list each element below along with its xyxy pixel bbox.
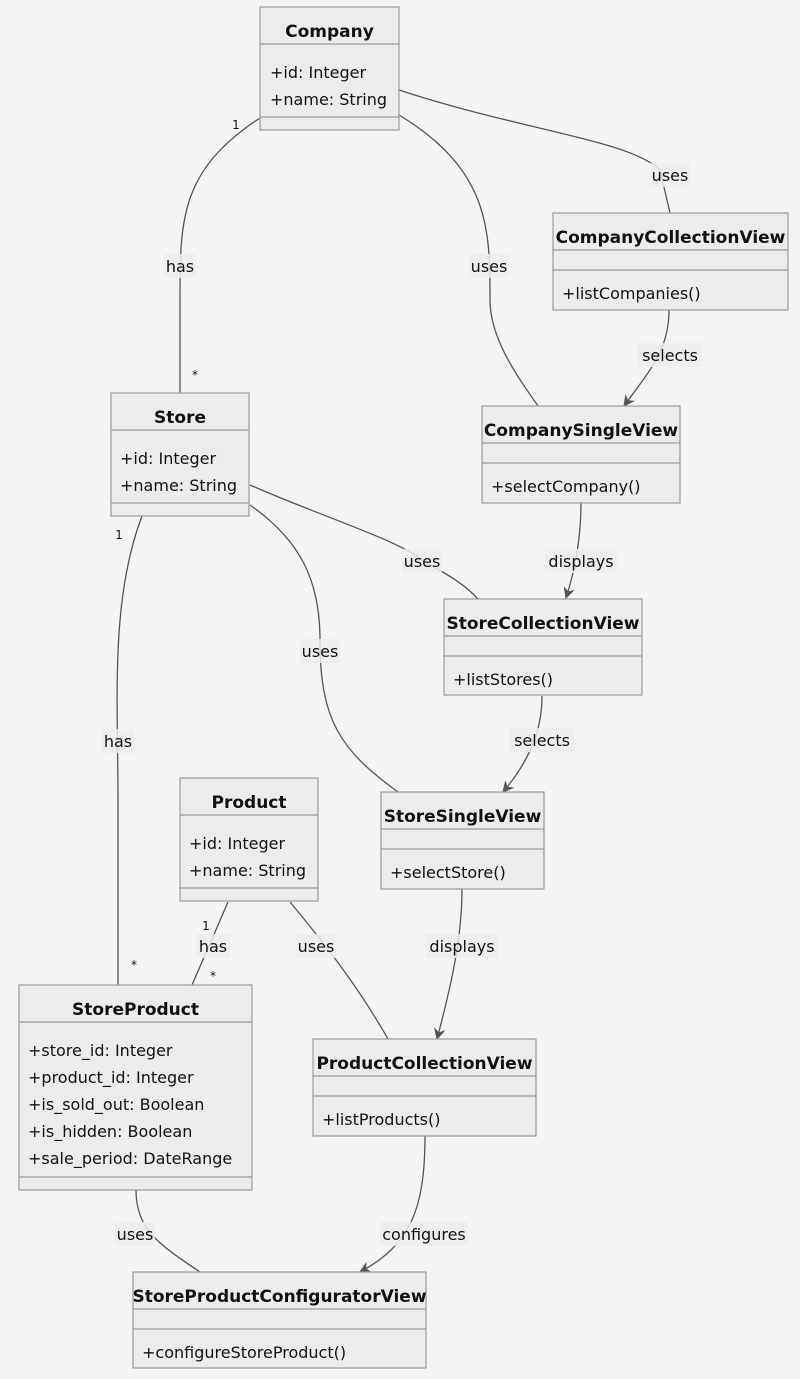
mult-product-has-store-product-from: 1 — [202, 919, 210, 933]
edge-store-has-store-product — [116, 515, 143, 985]
class-store-collection-view[interactable]: StoreCollectionView +listStores() — [443, 598, 643, 696]
class-store-product-attr-store-id: +store_id: Integer — [28, 1041, 173, 1061]
mult-company-has-store-to: * — [192, 368, 198, 382]
edge-store-uses-store-collection-view — [249, 484, 479, 600]
class-company-attr-name: +name: String — [270, 90, 387, 109]
label-company-has-store: has — [166, 257, 194, 276]
label-company-uses-collection-view: uses — [652, 166, 689, 185]
label-company-collection-view-selects: selects — [642, 346, 698, 365]
edge-company-has-store — [179, 117, 261, 393]
class-product[interactable]: Product +id: Integer +name: String — [179, 777, 319, 902]
class-store-product[interactable]: StoreProduct +store_id: Integer +product… — [18, 984, 253, 1191]
class-store-product-attr-sale-period: +sale_period: DateRange — [28, 1149, 232, 1169]
class-company-collection-view-name: CompanyCollectionView — [556, 228, 786, 248]
label-store-uses-collection-view: uses — [404, 552, 441, 571]
label-store-single-view-displays: displays — [429, 937, 494, 956]
class-store-product-name: StoreProduct — [72, 1000, 199, 1020]
class-product-name: Product — [212, 793, 287, 813]
label-store-product-uses-configurator: uses — [117, 1225, 154, 1244]
edge-company-uses-company-collection-view — [398, 89, 671, 214]
class-store-product-attr-is-sold-out: +is_sold_out: Boolean — [28, 1095, 204, 1115]
label-store-collection-view-selects: selects — [514, 731, 570, 750]
class-store-product-configurator-view[interactable]: StoreProductConfiguratorView +configureS… — [132, 1271, 427, 1369]
class-company-single-view-method: +selectCompany() — [491, 477, 641, 496]
class-company-single-view[interactable]: CompanySingleView +selectCompany() — [481, 405, 681, 504]
mult-company-has-store-from: 1 — [232, 118, 240, 132]
class-store-product-attr-product-id: +product_id: Integer — [28, 1068, 194, 1088]
label-store-uses-single-view: uses — [302, 642, 339, 661]
class-store-collection-view-name: StoreCollectionView — [446, 614, 639, 634]
class-store-product-configurator-view-name: StoreProductConfiguratorView — [132, 1287, 426, 1307]
class-company-attr-id: +id: Integer — [270, 63, 366, 82]
class-product-collection-view-name: ProductCollectionView — [316, 1054, 532, 1074]
class-company-collection-view-method: +listCompanies() — [562, 284, 701, 303]
edge-company-uses-company-single-view — [398, 114, 539, 407]
class-product-collection-view-method: +listProducts() — [322, 1110, 440, 1129]
label-product-uses-collection-view: uses — [298, 937, 335, 956]
class-store[interactable]: Store +id: Integer +name: String — [110, 392, 250, 517]
mult-product-has-store-product-to: * — [210, 969, 216, 983]
class-store-product-configurator-view-method: +configureStoreProduct() — [142, 1343, 346, 1362]
class-store-single-view-method: +selectStore() — [390, 863, 506, 882]
label-product-has-store-product: has — [199, 937, 227, 956]
class-store-single-view-name: StoreSingleView — [384, 807, 542, 827]
class-company-name: Company — [285, 22, 374, 42]
edge-labels: has 1 * uses uses selects displays uses … — [101, 118, 703, 1246]
mult-store-has-store-product-from: 1 — [115, 528, 123, 542]
class-company-collection-view[interactable]: CompanyCollectionView +listCompanies() — [552, 212, 789, 311]
class-product-attr-name: +name: String — [189, 861, 306, 880]
label-company-single-view-displays: displays — [548, 552, 613, 571]
class-company[interactable]: Company +id: Integer +name: String — [259, 6, 400, 131]
class-product-attr-id: +id: Integer — [189, 834, 285, 853]
mult-store-has-store-product-to: * — [131, 958, 137, 972]
label-product-collection-view-configures: configures — [382, 1225, 466, 1244]
class-store-single-view[interactable]: StoreSingleView +selectStore() — [380, 791, 545, 890]
class-store-attr-id: +id: Integer — [120, 449, 216, 468]
label-company-uses-single-view: uses — [471, 257, 508, 276]
class-store-collection-view-method: +listStores() — [453, 670, 553, 689]
class-store-product-attr-is-hidden: +is_hidden: Boolean — [28, 1122, 192, 1142]
class-store-name: Store — [154, 408, 206, 428]
edge-product-uses-product-collection-view — [289, 901, 389, 1040]
edge-store-single-view-displays — [434, 888, 463, 1041]
class-company-single-view-name: CompanySingleView — [484, 421, 679, 441]
label-store-has-store-product: has — [104, 732, 132, 751]
edge-product-collection-view-configures — [358, 1135, 426, 1273]
class-store-attr-name: +name: String — [120, 476, 237, 495]
class-product-collection-view[interactable]: ProductCollectionView +listProducts() — [312, 1038, 537, 1137]
